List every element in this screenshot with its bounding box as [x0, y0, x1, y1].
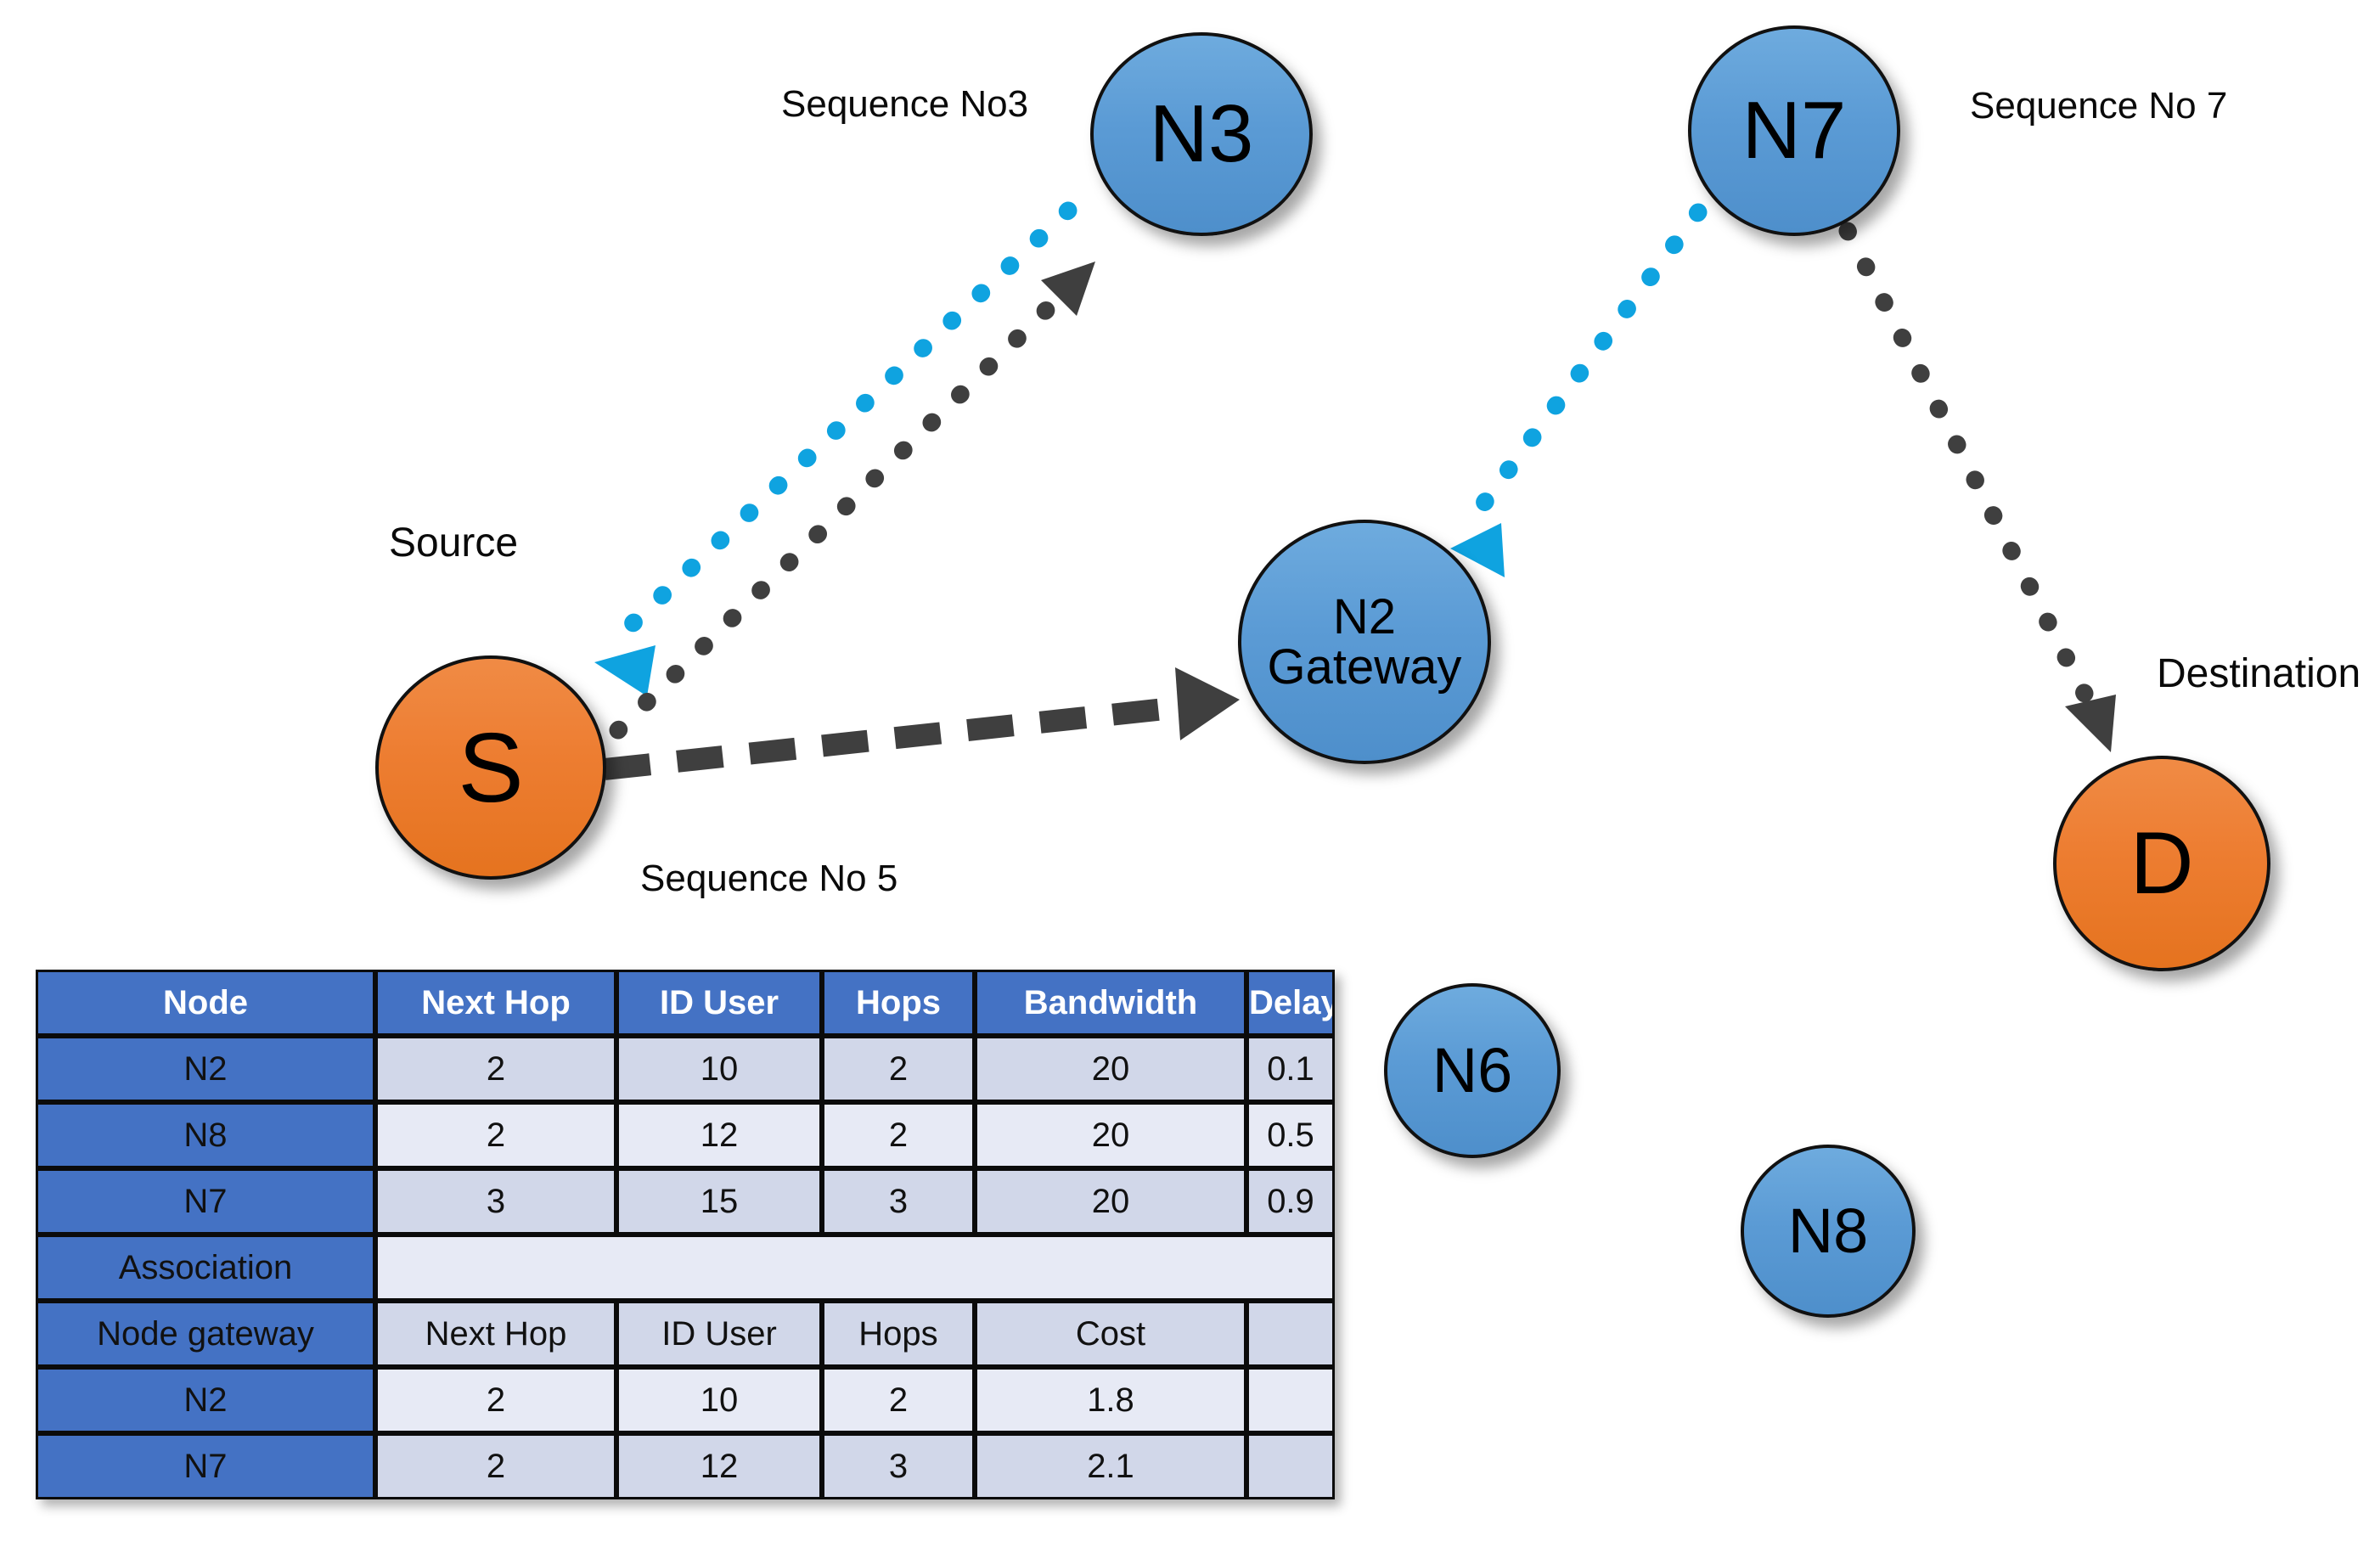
col-header-node-gateway: Node gateway — [36, 1301, 375, 1367]
label-source-caption: Source — [389, 520, 519, 565]
cell-delay: 0.9 — [1246, 1168, 1335, 1235]
node-n2-sublabel: Gateway — [1267, 639, 1462, 695]
col-header-next-hop: Next Hop — [375, 970, 616, 1036]
cell-bandwidth: 20 — [975, 1168, 1246, 1235]
col-header-bandwidth: Bandwidth — [975, 970, 1246, 1036]
cell-hops: 2 — [822, 1367, 975, 1433]
label-destination-caption: Destination — [2157, 651, 2361, 696]
routing-table: Node Next Hop ID User Hops Bandwidth Del… — [36, 970, 1335, 1499]
label-sequence-no7: Sequence No 7 — [1970, 85, 2228, 127]
cell-id-user: 12 — [616, 1102, 822, 1168]
cell-id-user: 10 — [616, 1367, 822, 1433]
label-sequence-no5: Sequence No 5 — [640, 858, 898, 899]
node-n6[interactable]: N6 — [1384, 983, 1561, 1158]
edge-source-to-n3 — [609, 262, 1095, 740]
cell-next-hop: 2 — [375, 1036, 616, 1102]
cell-node: N7 — [36, 1433, 375, 1499]
cell-association-label: Association — [36, 1235, 375, 1301]
node-n3[interactable]: N3 — [1090, 32, 1313, 236]
col-header-next-hop: Next Hop — [375, 1301, 616, 1367]
cell-next-hop: 2 — [375, 1433, 616, 1499]
edge-n7-to-destination — [1838, 222, 2116, 752]
cell-next-hop: 2 — [375, 1367, 616, 1433]
col-header-id-user: ID User — [616, 1301, 822, 1367]
cell-association-value — [375, 1235, 1335, 1301]
table-row: N2 2 10 2 1.8 — [36, 1367, 1335, 1433]
association-row: Association — [36, 1235, 1335, 1301]
cell-node: N7 — [36, 1168, 375, 1235]
cell-cost: 1.8 — [975, 1367, 1246, 1433]
node-n7[interactable]: N7 — [1688, 25, 1900, 236]
cell-bandwidth: 20 — [975, 1102, 1246, 1168]
cell-next-hop: 3 — [375, 1168, 616, 1235]
node-n7-label: N7 — [1741, 85, 1847, 177]
cell-node: N2 — [36, 1367, 375, 1433]
cell-empty — [1246, 1433, 1335, 1499]
gateway-header-row: Node gateway Next Hop ID User Hops Cost — [36, 1301, 1335, 1367]
label-sequence-no3: Sequence No3 — [781, 83, 1029, 125]
cell-id-user: 10 — [616, 1036, 822, 1102]
table-row: N2 2 10 2 20 0.1 — [36, 1036, 1335, 1102]
table-row: N7 3 15 3 20 0.9 — [36, 1168, 1335, 1235]
cell-cost: 2.1 — [975, 1433, 1246, 1499]
col-header-id-user: ID User — [616, 970, 822, 1036]
cell-hops: 3 — [822, 1168, 975, 1235]
node-n6-label: N6 — [1432, 1035, 1513, 1106]
col-header-delay: Delay — [1246, 970, 1335, 1036]
col-header-empty — [1246, 1301, 1335, 1367]
cell-delay: 0.1 — [1246, 1036, 1335, 1102]
cell-delay: 0.5 — [1246, 1102, 1335, 1168]
node-n3-label: N3 — [1149, 88, 1254, 180]
cell-bandwidth: 20 — [975, 1036, 1246, 1102]
cell-empty — [1246, 1367, 1335, 1433]
col-header-hops: Hops — [822, 970, 975, 1036]
table-row: N7 2 12 3 2.1 — [36, 1433, 1335, 1499]
cell-id-user: 12 — [616, 1433, 822, 1499]
edge-n7-to-n2-gateway — [1450, 203, 1708, 577]
col-header-hops: Hops — [822, 1301, 975, 1367]
cell-id-user: 15 — [616, 1168, 822, 1235]
cell-hops: 2 — [822, 1036, 975, 1102]
cell-node: N2 — [36, 1036, 375, 1102]
col-header-node: Node — [36, 970, 375, 1036]
edge-source-to-n2-gateway — [603, 667, 1240, 780]
cell-hops: 3 — [822, 1433, 975, 1499]
cell-hops: 2 — [822, 1102, 975, 1168]
node-destination-label: D — [2130, 813, 2194, 913]
col-header-cost: Cost — [975, 1301, 1246, 1367]
table-header-row: Node Next Hop ID User Hops Bandwidth Del… — [36, 970, 1335, 1036]
table-row: N8 2 12 2 20 0.5 — [36, 1102, 1335, 1168]
node-n2-label: N2 — [1332, 588, 1397, 644]
cell-node: N8 — [36, 1102, 375, 1168]
node-source[interactable]: S — [375, 655, 606, 880]
cell-next-hop: 2 — [375, 1102, 616, 1168]
edge-n3-to-source — [594, 201, 1077, 696]
node-source-label: S — [458, 712, 524, 823]
node-destination[interactable]: D — [2053, 756, 2270, 971]
node-n8[interactable]: N8 — [1741, 1145, 1916, 1318]
node-n8-label: N8 — [1787, 1195, 1869, 1267]
node-n2-gateway[interactable]: N2 Gateway — [1238, 520, 1491, 764]
